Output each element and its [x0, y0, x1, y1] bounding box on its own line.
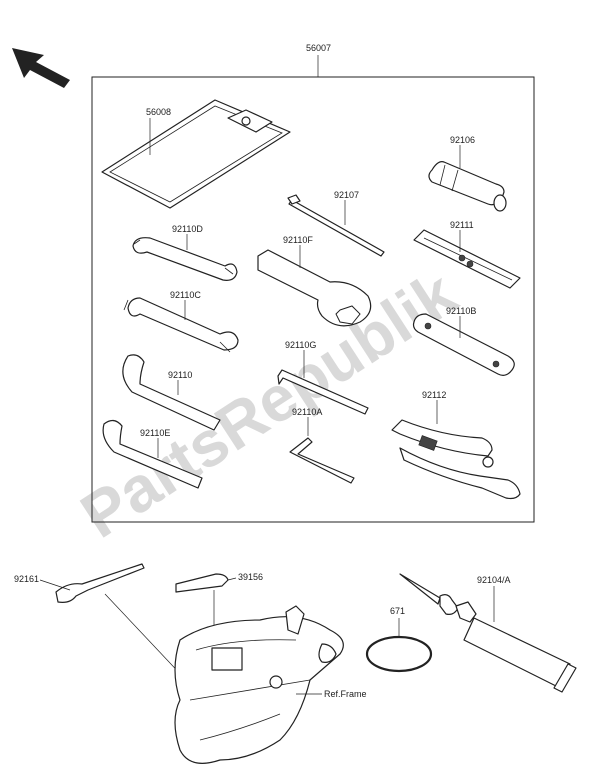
label-92110D: 92110D [172, 224, 203, 234]
label-92110B: 92110B [446, 306, 476, 316]
tool-case [101, 99, 291, 209]
part-92104A [399, 573, 577, 693]
tool-92110D [132, 237, 238, 281]
label-92111: 92111 [450, 220, 474, 230]
label-56008: 56008 [146, 107, 171, 117]
tool-92110A [289, 437, 355, 484]
watermark: PartsRepublik [68, 257, 468, 552]
tool-92106 [428, 161, 507, 212]
frame-reference [174, 605, 344, 764]
label-92110E: 92110E [140, 428, 170, 438]
label-92161: 92161 [14, 574, 39, 584]
label-92106: 92106 [450, 135, 475, 145]
tool-92112 [391, 419, 521, 500]
part-92161 [55, 563, 145, 603]
tool-kit-frame [91, 76, 535, 523]
part-39156 [175, 573, 237, 593]
part-671 [365, 635, 433, 673]
tool-92110C [123, 297, 239, 353]
tool-92110E [102, 419, 203, 489]
front-direction-arrow-icon [12, 48, 70, 88]
label-92110C: 92110C [170, 290, 201, 300]
label-39156: 39156 [238, 572, 263, 582]
label-92104A: 92104/A [477, 575, 511, 585]
label-92112: 92112 [422, 390, 446, 400]
tool-92111 [413, 229, 521, 289]
label-92110F: 92110F [283, 235, 313, 245]
label-92110A: 92110A [292, 407, 322, 417]
label-92107: 92107 [334, 190, 359, 200]
tool-92107 [287, 194, 385, 257]
tool-92110B [412, 313, 515, 376]
label-92110G: 92110G [285, 340, 316, 350]
label-671: 671 [390, 606, 405, 616]
label-ref-frame: Ref.Frame [324, 689, 367, 699]
label-56007: 56007 [306, 43, 331, 53]
tool-92110 [122, 354, 221, 431]
tool-92110G [277, 369, 369, 415]
tool-92110F [257, 249, 372, 327]
label-92110: 92110 [168, 370, 192, 380]
